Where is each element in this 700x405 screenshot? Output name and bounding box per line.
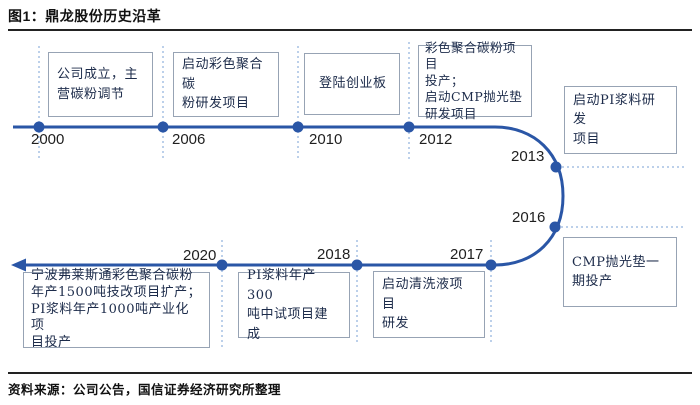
event-box-2020: 宁波弗莱斯通彩色聚合碳粉 年产1500吨技改项目扩产； PI浆料年产1000吨产… [23, 268, 210, 350]
figure-title: 图1：鼎龙股份历史沿革 [8, 8, 162, 24]
event-text-2013: 启动PI浆料研发 项目 [573, 92, 656, 147]
dot-2006 [157, 121, 169, 133]
dot-2010 [292, 121, 304, 133]
year-label-2016: 2016 [512, 209, 546, 226]
source-divider [8, 372, 692, 374]
event-box-2012: 彩色聚合碳粉项目 投产； 启动CMP抛光垫 研发项目 [418, 40, 532, 121]
year-label-2013: 2013 [511, 148, 545, 165]
event-box-2018: PI浆料年产300 吨中试项目建成 [238, 268, 350, 342]
figure-source: 资料来源：公司公告，国信证券经济研究所整理 [8, 383, 282, 397]
event-box-2006: 启动彩色聚合碳 粉研发项目 [173, 52, 279, 117]
event-box-2010: 登陆创业板 [304, 53, 400, 115]
event-box-2013: 启动PI浆料研发 项目 [564, 86, 677, 154]
dot-2017 [485, 259, 497, 271]
timeline-arrowhead-icon [11, 258, 26, 272]
timeline-dots [33, 121, 562, 271]
title-divider [8, 29, 692, 31]
dot-2013 [550, 161, 562, 173]
event-text-2010: 登陆创业板 [319, 76, 387, 92]
event-text-2012: 彩色聚合碳粉项目 投产； 启动CMP抛光垫 研发项目 [425, 39, 523, 121]
year-label-2017: 2017 [450, 246, 484, 263]
year-label-2012: 2012 [419, 131, 453, 148]
year-label-2000: 2000 [31, 131, 65, 148]
guide-lines [38, 42, 684, 348]
dot-2020 [216, 259, 228, 271]
year-label-2006: 2006 [172, 131, 206, 148]
dot-2018 [351, 259, 363, 271]
event-text-2017: 启动清洗液项目 研发 [382, 277, 464, 332]
event-text-2006: 启动彩色聚合碳 粉研发项目 [182, 57, 264, 112]
dot-2012 [403, 121, 415, 133]
event-box-2000: 公司成立，主 营碳粉调节 [48, 52, 153, 117]
event-text-2016: CMP抛光垫一 期投产 [572, 254, 660, 290]
year-label-2010: 2010 [309, 131, 343, 148]
dot-2000 [33, 121, 45, 133]
event-text-2000: 公司成立，主 营碳粉调节 [57, 67, 139, 102]
event-text-2018: PI浆料年产300 吨中试项目建成 [247, 268, 329, 342]
event-text-2020: 宁波弗莱斯通彩色聚合碳粉 年产1500吨技改项目扩产； PI浆料年产1000吨产… [31, 267, 202, 351]
event-box-2017: 启动清洗液项目 研发 [373, 271, 485, 338]
year-label-2018: 2018 [317, 246, 351, 263]
year-label-2020: 2020 [183, 247, 217, 264]
timeline-path [13, 125, 565, 267]
dot-2016 [549, 221, 561, 233]
event-box-2016: CMP抛光垫一 期投产 [563, 237, 677, 307]
